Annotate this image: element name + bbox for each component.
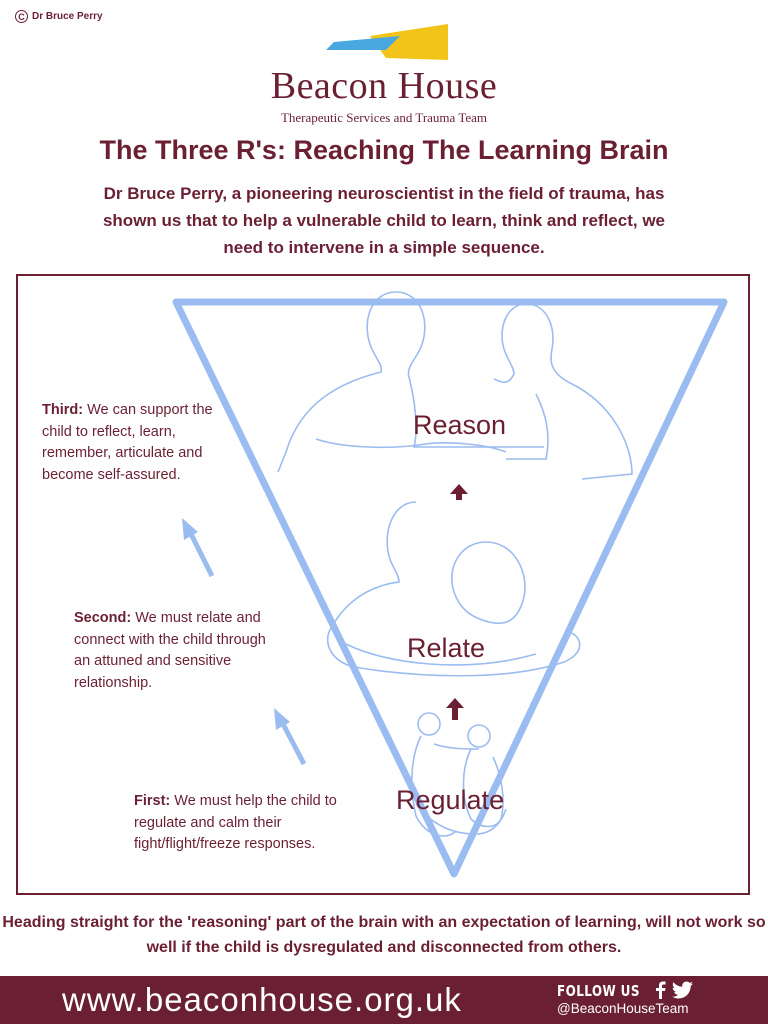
three-rs-diagram: [172, 291, 728, 878]
follow-us-label: FOLLOW US: [557, 982, 640, 1000]
note-second: Second: We must relate and connect with …: [74, 608, 274, 694]
brand-logo: Beacon House Therapeutic Services and Tr…: [0, 18, 768, 126]
stage-arrows: [446, 484, 468, 720]
note-first-text: We must help the child to regulate and c…: [134, 793, 337, 852]
note-third-text: We can support the child to reflect, lea…: [42, 402, 213, 483]
twitter-icon[interactable]: [672, 981, 694, 999]
stage-reason: Reason: [413, 410, 507, 440]
brain-triangle: [172, 298, 728, 878]
copyright-icon: C: [15, 10, 28, 23]
note-first: First: We must help the child to regulat…: [134, 791, 359, 856]
note-third: Third: We can support the child to refle…: [42, 400, 237, 486]
stage-regulate: Regulate: [396, 785, 505, 815]
arrow-diagonal-icon: [182, 518, 198, 540]
regulate-figures-illustration: [411, 712, 507, 837]
page-title: The Three R's: Reaching The Learning Bra…: [99, 135, 669, 165]
arrow-diagonal-icon: [274, 708, 290, 730]
footer-bar: www.beaconhouse.org.uk FOLLOW US @Beacon…: [0, 976, 768, 1024]
reason-figures-illustration: [277, 291, 633, 480]
copyright-text: Dr Bruce Perry: [32, 11, 103, 22]
facebook-icon[interactable]: [654, 981, 666, 999]
social-handle[interactable]: @BeaconHouseTeam: [557, 1001, 689, 1016]
arrow-up-icon: [446, 698, 464, 720]
note-first-lead: First:: [134, 793, 171, 809]
arrow-up-icon: [450, 484, 468, 500]
progress-arrows: [182, 518, 307, 766]
note-second-lead: Second:: [74, 610, 132, 626]
brand-subtitle: Therapeutic Services and Trauma Team: [280, 110, 488, 125]
diagram-frame: [16, 274, 750, 895]
relate-figures-illustration: [327, 501, 581, 677]
copyright: C Dr Bruce Perry: [15, 10, 103, 23]
stage-relate: Relate: [407, 633, 486, 663]
note-third-lead: Third:: [42, 402, 84, 418]
note-second-text: We must relate and connect with the chil…: [74, 610, 266, 691]
footer-message: Heading straight for the 'reasoning' par…: [2, 914, 766, 956]
brand-name: Beacon House: [270, 65, 498, 107]
social-icons: [654, 981, 694, 999]
intro-text: Dr Bruce Perry, a pioneering neuroscient…: [102, 184, 666, 257]
beacon-logo-icon: [326, 24, 448, 60]
website-link[interactable]: www.beaconhouse.org.uk: [62, 981, 462, 1018]
